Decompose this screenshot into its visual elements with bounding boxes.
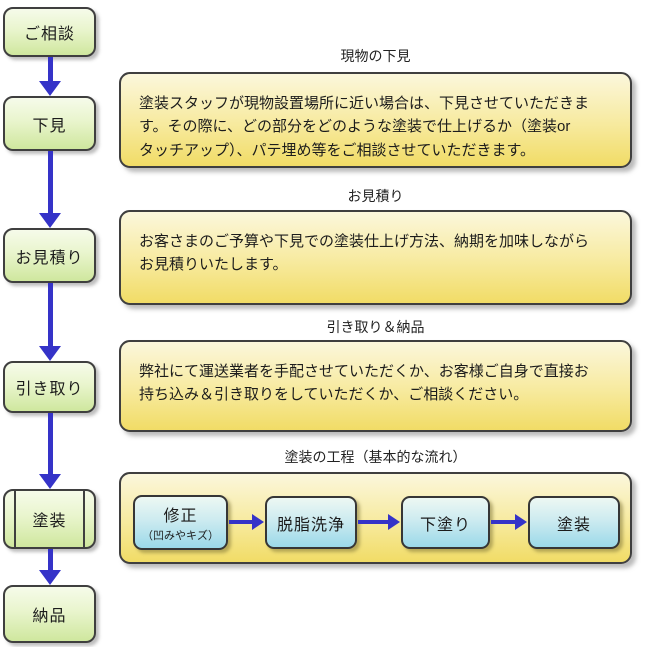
flow-node-label: ご相談 bbox=[23, 26, 75, 43]
panel-title-preview: 現物の下見 bbox=[340, 48, 411, 64]
right-arrow-icon bbox=[229, 514, 264, 530]
down-arrow-icon bbox=[39, 413, 61, 489]
process-node-label: 修正 bbox=[163, 508, 198, 525]
panel-pickup-delivery: 弊社にて運送業者を手配させていただくか、お客様ご自身で直接お 持ち込み＆引き取り… bbox=[119, 340, 632, 432]
process-node-label: 塗装 bbox=[556, 516, 591, 534]
flow-node-consultation: ご相談 bbox=[3, 7, 96, 57]
down-arrow-icon bbox=[39, 57, 61, 96]
panel-estimate: お客さまのご予算や下見での塗装仕上げ方法、納期を加味しながら お見積りいたします… bbox=[119, 210, 632, 305]
panel-body-text: 塗装スタッフが現物設置場所に近い場合は、下見させていただきま す。その際に、どの… bbox=[139, 95, 590, 159]
right-arrow-icon bbox=[491, 514, 527, 530]
down-arrow-icon bbox=[39, 283, 61, 361]
flow-node-estimate: お見積り bbox=[3, 228, 96, 283]
process-node-repair: 修正 （凹みやキズ） bbox=[133, 495, 228, 550]
panel-preview: 塗装スタッフが現物設置場所に近い場合は、下見させていただきま す。その際に、どの… bbox=[119, 72, 632, 168]
panel-title-painting-process: 塗装の工程（基本的な流れ） bbox=[284, 449, 467, 465]
flow-node-label: 引き取り bbox=[15, 381, 84, 398]
panel-body-text: 弊社にて運送業者を手配させていただくか、お客様ご自身で直接お 持ち込み＆引き取り… bbox=[139, 363, 589, 404]
flow-node-label: 納品 bbox=[32, 608, 67, 625]
process-node-primer: 下塗り bbox=[401, 496, 490, 549]
flow-node-painting: 塗装 bbox=[3, 489, 96, 549]
flow-node-label: 下見 bbox=[32, 117, 67, 135]
panel-title-estimate: お見積り bbox=[347, 188, 404, 204]
panel-title-pickup-delivery: 引き取り＆納品 bbox=[326, 319, 425, 335]
process-node-label: 脱脂洗浄 bbox=[276, 516, 345, 534]
flow-node-pickup: 引き取り bbox=[3, 361, 96, 413]
process-node-degrease: 脱脂洗浄 bbox=[265, 496, 357, 549]
down-arrow-icon bbox=[39, 151, 61, 228]
process-node-paint: 塗装 bbox=[528, 496, 620, 549]
right-arrow-icon bbox=[358, 514, 400, 530]
panel-body-text: お客さまのご予算や下見での塗装仕上げ方法、納期を加味しながら お見積りいたします… bbox=[139, 233, 590, 274]
subprocess-line bbox=[14, 491, 16, 547]
flow-node-label: 塗装 bbox=[32, 513, 67, 530]
flow-node-preview: 下見 bbox=[3, 96, 96, 151]
down-arrow-icon bbox=[39, 549, 61, 585]
subprocess-line bbox=[83, 491, 85, 547]
flow-node-delivery: 納品 bbox=[3, 585, 96, 643]
process-node-label: 下塗り bbox=[419, 516, 471, 534]
flow-node-label: お見積り bbox=[15, 249, 84, 267]
process-node-sublabel: （凹みやキズ） bbox=[142, 530, 219, 542]
